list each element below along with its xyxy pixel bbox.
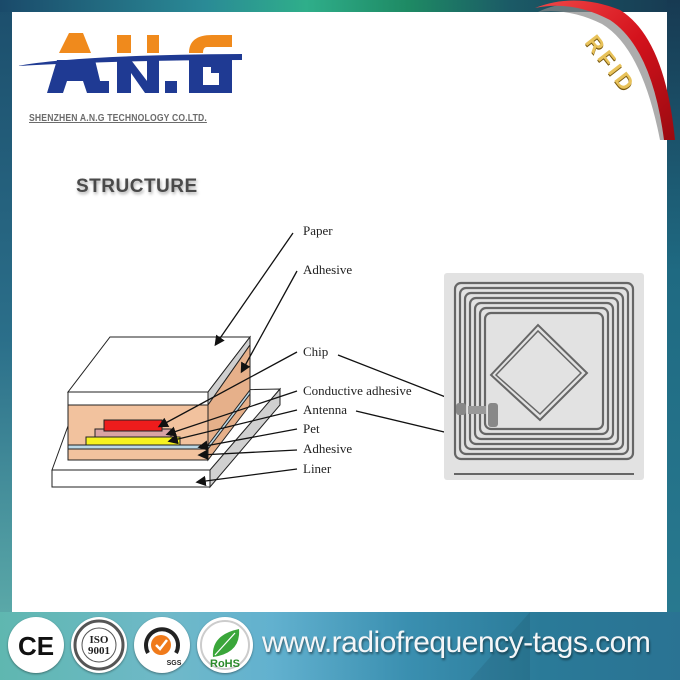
label-adhesive-top: Adhesive [303, 262, 353, 277]
label-block [66, 335, 252, 462]
rohs-badge-icon: RoHS [197, 617, 253, 673]
website-url[interactable]: www.radiofrequency-tags.com [262, 626, 651, 659]
label-liner: Liner [303, 461, 332, 476]
frame-left [0, 0, 12, 680]
frame-top [0, 0, 680, 12]
rfid-inlay-image [444, 273, 644, 480]
rfid-ribbon-icon [535, 0, 675, 141]
label-pet: Pet [303, 421, 320, 436]
company-logo: SHENZHEN A.N.G TECHNOLOGY CO.LTD. [12, 18, 272, 124]
label-paper: Paper [303, 223, 333, 238]
svg-text:CE: CE [18, 631, 54, 661]
svg-text:SGS: SGS [167, 660, 182, 667]
sgs-badge-icon: SGS [134, 617, 190, 673]
svg-text:9001: 9001 [88, 645, 110, 657]
frame-right [667, 0, 680, 680]
ang-logo-icon [17, 33, 242, 93]
label-adhesive-bottom: Adhesive [303, 441, 353, 456]
diagram-title: STRUCTURE [76, 176, 198, 197]
svg-text:RoHS: RoHS [210, 658, 240, 670]
svg-text:ISO: ISO [90, 634, 109, 646]
ce-badge-icon: CE [8, 617, 64, 673]
company-tagline: SHENZHEN A.N.G TECHNOLOGY CO.LTD. [29, 112, 207, 124]
label-chip: Chip [303, 344, 329, 359]
label-antenna: Antenna [303, 402, 348, 417]
label-conductive-adhesive: Conductive adhesive [303, 383, 412, 398]
iso9001-badge-icon: ISO 9001 [71, 617, 127, 673]
